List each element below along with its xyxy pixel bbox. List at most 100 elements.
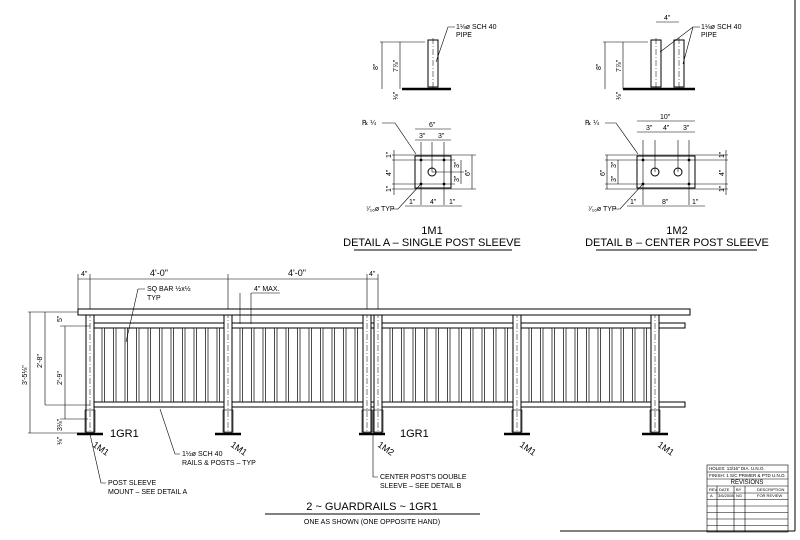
plate-label: ℞ ¼ [585, 119, 599, 127]
dim-rail-height: 2'-8" [37, 354, 44, 368]
post-sleeve [649, 409, 661, 433]
detail-mark: 1M1 [421, 225, 442, 237]
header-description: DESCRIPTION [757, 487, 784, 492]
picket [159, 327, 163, 403]
picket [458, 327, 462, 403]
post-mark: 1M1 [229, 439, 249, 457]
max-spacing-callout: 4" MAX. [254, 286, 279, 293]
picket [331, 327, 335, 403]
picket [632, 327, 636, 403]
revisions-block: HOLES: 13/16" DIA. U.N.O. FINISH: 1 S/C … [706, 464, 789, 533]
picket [528, 327, 532, 403]
dim-left-3a: 3" [611, 161, 618, 168]
picket [412, 327, 416, 403]
date-cell: 3/6/2008 [718, 493, 734, 498]
top-rail-cap [77, 308, 691, 316]
picket [574, 327, 578, 403]
guardrail-mark: 1GR1 [110, 428, 139, 440]
dim-bottom-1a: 1" [409, 199, 416, 206]
dim-3b: 3" [683, 125, 690, 132]
holes-note: HOLES: 13/16" DIA. U.N.O. [709, 466, 765, 471]
detail-mark: 1M2 [666, 225, 687, 237]
dim-bottom-8: 8" [662, 199, 669, 206]
header-rev: REV [709, 487, 718, 492]
picket [170, 327, 174, 403]
detail-b: 4" 8" 7⅞" ⅛" 1⅛ø SCH 40 PIPE 10" 3" 4" 3… [585, 15, 769, 251]
dim-right-6: 6" [465, 169, 472, 176]
dim-plate: ⅛" [57, 436, 64, 445]
dim-bottom-gap: 3⅛" [57, 418, 64, 431]
picket [401, 327, 405, 403]
picket [447, 327, 451, 403]
guardrail-elevation: 4" 4'-0" 4'-0" 4" 3'-5⅛" 2'-8" 2'-9" 5" … [22, 268, 691, 526]
picket [101, 327, 105, 403]
picket [609, 327, 613, 403]
center-callout: CENTER POST'S DOUBLE [380, 474, 467, 481]
picket [354, 327, 358, 403]
upper-rail [89, 322, 686, 329]
leader [89, 433, 106, 484]
dim-left-6: 6" [600, 169, 607, 176]
dim-bottom-1b: 1" [692, 199, 699, 206]
picket [424, 327, 428, 403]
post-mark: 1M1 [91, 439, 111, 457]
dim-width: 6" [429, 122, 436, 129]
finish-note: FINISH: 1 S/C PRIMER & PTD U.N.O. [709, 473, 786, 478]
picket [251, 327, 255, 403]
post-sleeve [84, 409, 96, 433]
plate-label: ℞ ¼ [362, 119, 376, 127]
picket [470, 327, 474, 403]
center-callout-2: SLEEVE – SEE DETAIL B [380, 483, 462, 490]
picket [481, 327, 485, 403]
pipe-callout: 1½ø SCH 40 [182, 450, 223, 458]
detail-title: DETAIL B – CENTER POST SLEEVE [585, 237, 769, 249]
dim-top-gap: 5" [57, 315, 64, 322]
detail-a: 8" 7⅞" ⅛" 1⅛ø SCH 40 PIPE 6" 3" 3" 1" 4"… [343, 24, 521, 251]
bar-callout: SQ BAR ½x½ [147, 285, 191, 293]
leader [614, 184, 643, 210]
dim-right-1a: 1" [719, 151, 726, 158]
pipe-callout: 1⅛ø SCH 40 [456, 24, 497, 31]
pipe-callout-2: PIPE [456, 32, 472, 39]
dim-4: 4" [663, 125, 670, 132]
post-mark: 1M1 [518, 439, 538, 457]
dim-plate: ⅛" [393, 91, 400, 100]
picket [320, 327, 324, 403]
pipe-callout-2: RAILS & POSTS – TYP [182, 460, 256, 467]
hole-label: ⁷⁄₁₆ø TYP [588, 206, 617, 213]
picket [308, 327, 312, 403]
picket [239, 327, 243, 403]
dim-width: 10" [660, 114, 671, 121]
picket [193, 327, 197, 403]
picket [147, 327, 151, 403]
picket [182, 327, 186, 403]
dim-inner: 7⅞" [393, 59, 400, 72]
picket [205, 327, 209, 403]
post-sleeve [511, 409, 523, 433]
post-sleeve [222, 409, 234, 433]
dim-left-3b: 3" [611, 175, 618, 182]
dim-3a: 3" [419, 133, 426, 140]
dim-bottom-1a: 1" [630, 199, 637, 206]
dim-spacing: 4" [664, 15, 671, 22]
leader [159, 408, 180, 455]
leader [372, 434, 378, 478]
drawing-title: 2 ~ GUARDRAILS ~ 1GR1 [306, 501, 437, 513]
leader [382, 122, 417, 155]
hole-label: ⁷⁄₁₆ø TYP [366, 206, 395, 213]
dim-right-3a: 3" [454, 161, 461, 168]
pipe-hole [673, 167, 683, 177]
picket [540, 327, 544, 403]
dim-picket: 2'-9" [57, 371, 64, 385]
posts [77, 308, 691, 436]
pipe-callout-2: PIPE [701, 32, 717, 39]
dim-top-end: 4" [81, 271, 88, 278]
picket [262, 327, 266, 403]
picket [297, 327, 301, 403]
dim-inner: 7⅞" [616, 59, 623, 72]
detail-title: DETAIL A – SINGLE POST SLEEVE [343, 237, 521, 249]
guardrail-mark: 1GR1 [400, 428, 429, 440]
dim-side-4: 4" [386, 169, 393, 176]
picket [493, 327, 497, 403]
dim-right-1b: 1" [719, 185, 726, 192]
